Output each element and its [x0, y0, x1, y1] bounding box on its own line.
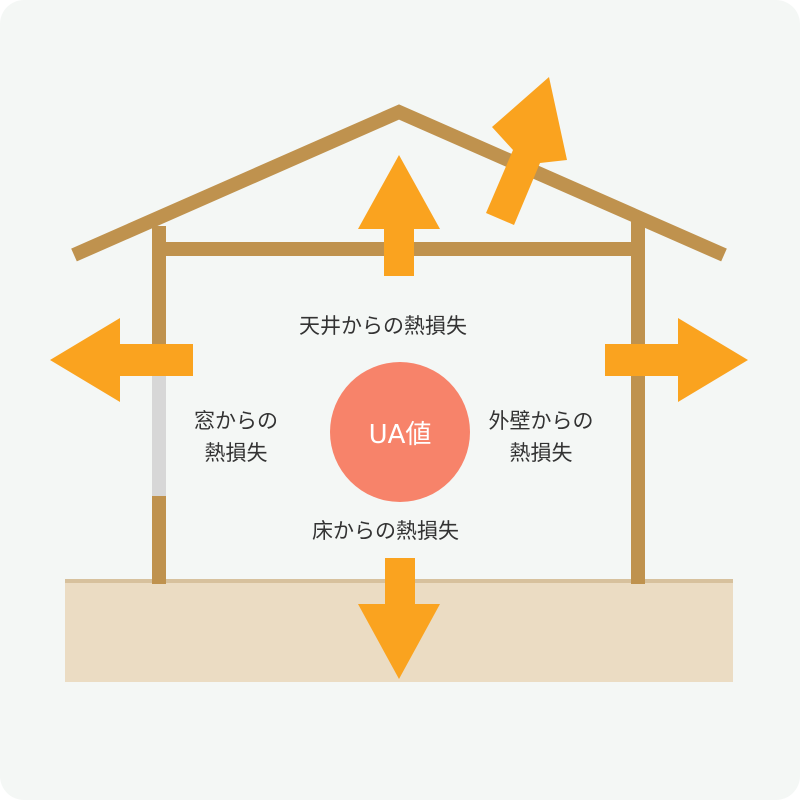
left-wall-upper [152, 226, 166, 376]
wall-heat-loss-label: 外壁からの 熱損失 [476, 405, 606, 469]
ceiling-heat-loss-label: 天井からの熱損失 [299, 314, 467, 338]
floor-heat-loss-label: 床からの熱損失 [312, 519, 459, 543]
right-arrow [605, 318, 748, 402]
ceiling-arrow [358, 155, 440, 276]
ua-value-badge: UA値 [330, 362, 470, 502]
left-arrow [50, 318, 193, 402]
wall-label-line1: 外壁からの [488, 409, 594, 433]
left-wall-lower [152, 496, 166, 584]
window-label-line1: 窓からの [194, 409, 278, 433]
window-heat-loss-label: 窓からの 熱損失 [186, 405, 286, 469]
floor-arrow [358, 558, 440, 679]
wall-label-line2: 熱損失 [509, 441, 573, 465]
window-pane [152, 376, 166, 496]
right-wall [631, 220, 645, 584]
roof-arrow [486, 77, 567, 225]
roof [71, 104, 727, 262]
window-label-line2: 熱損失 [204, 441, 268, 465]
